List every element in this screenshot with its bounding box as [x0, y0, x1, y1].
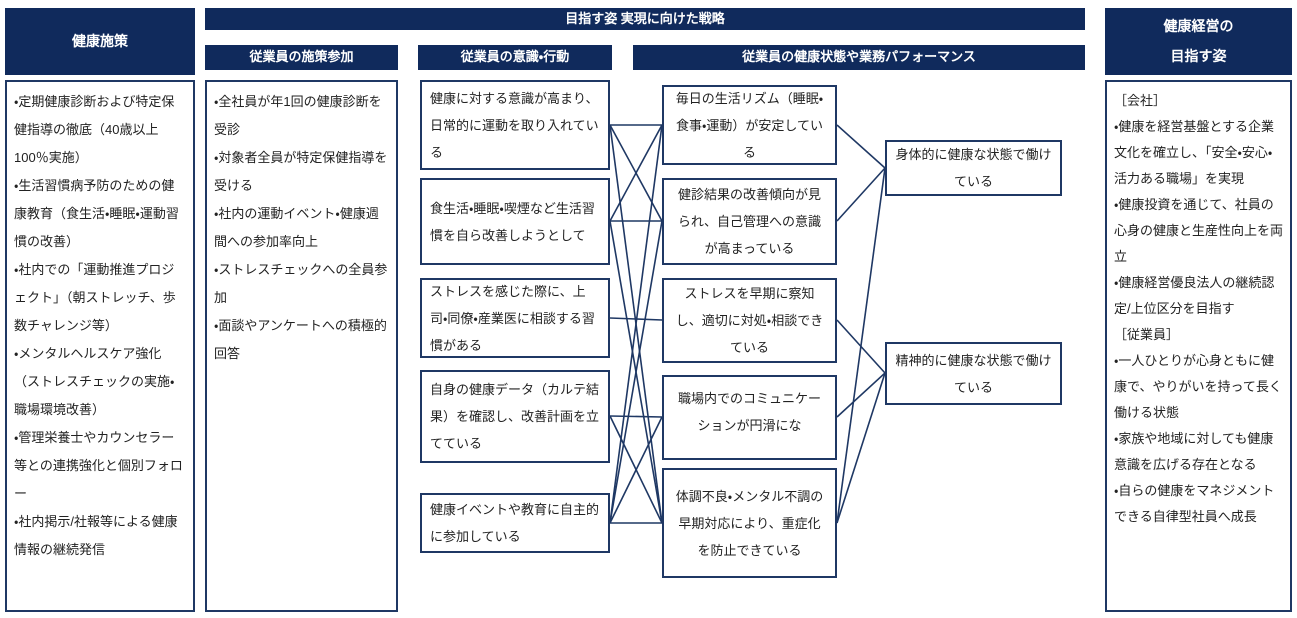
box-checkup-improvement: 健診結果の改善傾向が見られ、自己管理への意識が高まっている [662, 178, 837, 265]
box-awareness-exercise: 健康に対する意識が高まり、日常的に運動を取り入れている [420, 80, 610, 170]
header-vision-line1: 健康経営の [1163, 18, 1234, 35]
connector-line [609, 124, 663, 524]
vision-item: ・家族や地域に対しても健康意識を広げる存在となる [1114, 431, 1274, 472]
participation-item: ・ストレスチェックへの全員参加 [214, 262, 388, 305]
connector-line [836, 319, 886, 374]
header-health-measures: 健康施策 [5, 8, 195, 75]
box-lifestyle-improvement: 食生活・睡眠・喫煙など生活習慣を自ら改善しようとして [420, 178, 610, 265]
vision-item: ・自らの健康をマネジメントできる自律型社員へ成長 [1114, 483, 1275, 524]
box-stress-consultation-habit: ストレスを感じた際に、上司・同僚・産業医に相談する習慣がある [420, 278, 610, 358]
box-mentally-healthy: 精神的に健康な状態で働けている [885, 342, 1062, 405]
box-smooth-communication: 職場内でのコミュニケーションが円滑にな [662, 375, 837, 460]
box-voluntary-event-participation: 健康イベントや教育に自主的に参加している [420, 493, 610, 553]
connector-line [609, 415, 663, 418]
vision-item: ・健康を経営基盤とする企業文化を確立し、「安全・安心・活力ある職場」を実現 [1114, 119, 1275, 186]
header-employee-participation: 従業員の施策参加 [205, 45, 398, 70]
header-strategy-band: 目指す姿 実現に向けた戦略 [205, 8, 1085, 30]
header-health-management-vision: 健康経営の 目指す姿 [1105, 8, 1292, 75]
header-employee-awareness-behavior: 従業員の意識・行動 [418, 45, 612, 70]
vision-section-company: ［会社］ [1114, 93, 1167, 108]
vision-item: ・健康投資を通じて、社員の心身の健康と生産性向上を両立 [1114, 197, 1284, 264]
panel-health-management-vision: ［会社］ ・健康を経営基盤とする企業文化を確立し、「安全・安心・活力ある職場」を… [1105, 80, 1292, 612]
connector-line [836, 167, 886, 222]
connector-line [836, 124, 886, 169]
panel-employee-participation: ・全社員が年1回の健康診断を受診 ・対象者全員が特定保健指導を受ける ・社内の運… [205, 80, 398, 612]
participation-item: ・全社員が年1回の健康診断を受診 [214, 94, 382, 137]
participation-item: ・対象者全員が特定保健指導を受ける [214, 150, 388, 193]
participation-item: ・社内の運動イベント・健康週間への参加率向上 [214, 206, 379, 249]
connector-line [609, 220, 663, 524]
vision-item: ・一人ひとりが心身ともに健康で、やりがいを持って長く働ける状態 [1114, 353, 1282, 420]
measure-item: ・社内での「運動推進プロジェクト」（朝ストレッチ、歩数チャレンジ等） [14, 262, 176, 333]
panel-health-measures: ・定期健康診断および特定保健指導の徹底（40歳以上100％実施） ・生活習慣病予… [5, 80, 195, 612]
box-early-stress-detection: ストレスを早期に察知し、適切に対処・相談できている [662, 278, 837, 363]
header-health-status-performance: 従業員の健康状態や業務パフォーマンス [633, 45, 1085, 70]
participation-item: ・面談やアンケートへの積極的回答 [214, 318, 387, 361]
measure-item: ・管理栄養士やカウンセラー等との連携強化と個別フォロー [14, 430, 183, 501]
connector-line [836, 372, 886, 524]
connector-line [609, 416, 663, 524]
measure-item: ・メンタルヘルスケア強化（ストレスチェックの実施・職場環境改善） [14, 346, 175, 417]
vision-item: ・健康経営優良法人の継続認定/上位区分を目指す [1114, 275, 1275, 316]
box-stable-daily-rhythm: 毎日の生活リズム（睡眠・食事・運動）が安定している [662, 85, 837, 165]
measure-item: ・定期健康診断および特定保健指導の徹底（40歳以上100％実施） [14, 94, 175, 165]
box-physically-healthy: 身体的に健康な状態で働けている [885, 140, 1062, 196]
vision-section-employee: ［従業員］ [1114, 327, 1180, 342]
measure-item: ・社内掲示/社報等による健康情報の継続発信 [14, 514, 178, 557]
box-health-data-check: 自身の健康データ（カルテ結果）を確認し、改善計画を立てている [420, 370, 610, 463]
connector-line [836, 372, 886, 418]
box-prevent-serious-illness: 体調不良・メンタル不調の早期対応により、重症化を防止できている [662, 468, 837, 578]
connector-line [609, 124, 663, 222]
header-vision-line2: 目指す姿 [1170, 47, 1227, 64]
measure-item: ・生活習慣病予防のための健康教育（食生活・睡眠・運動習慣の改善） [14, 178, 179, 249]
